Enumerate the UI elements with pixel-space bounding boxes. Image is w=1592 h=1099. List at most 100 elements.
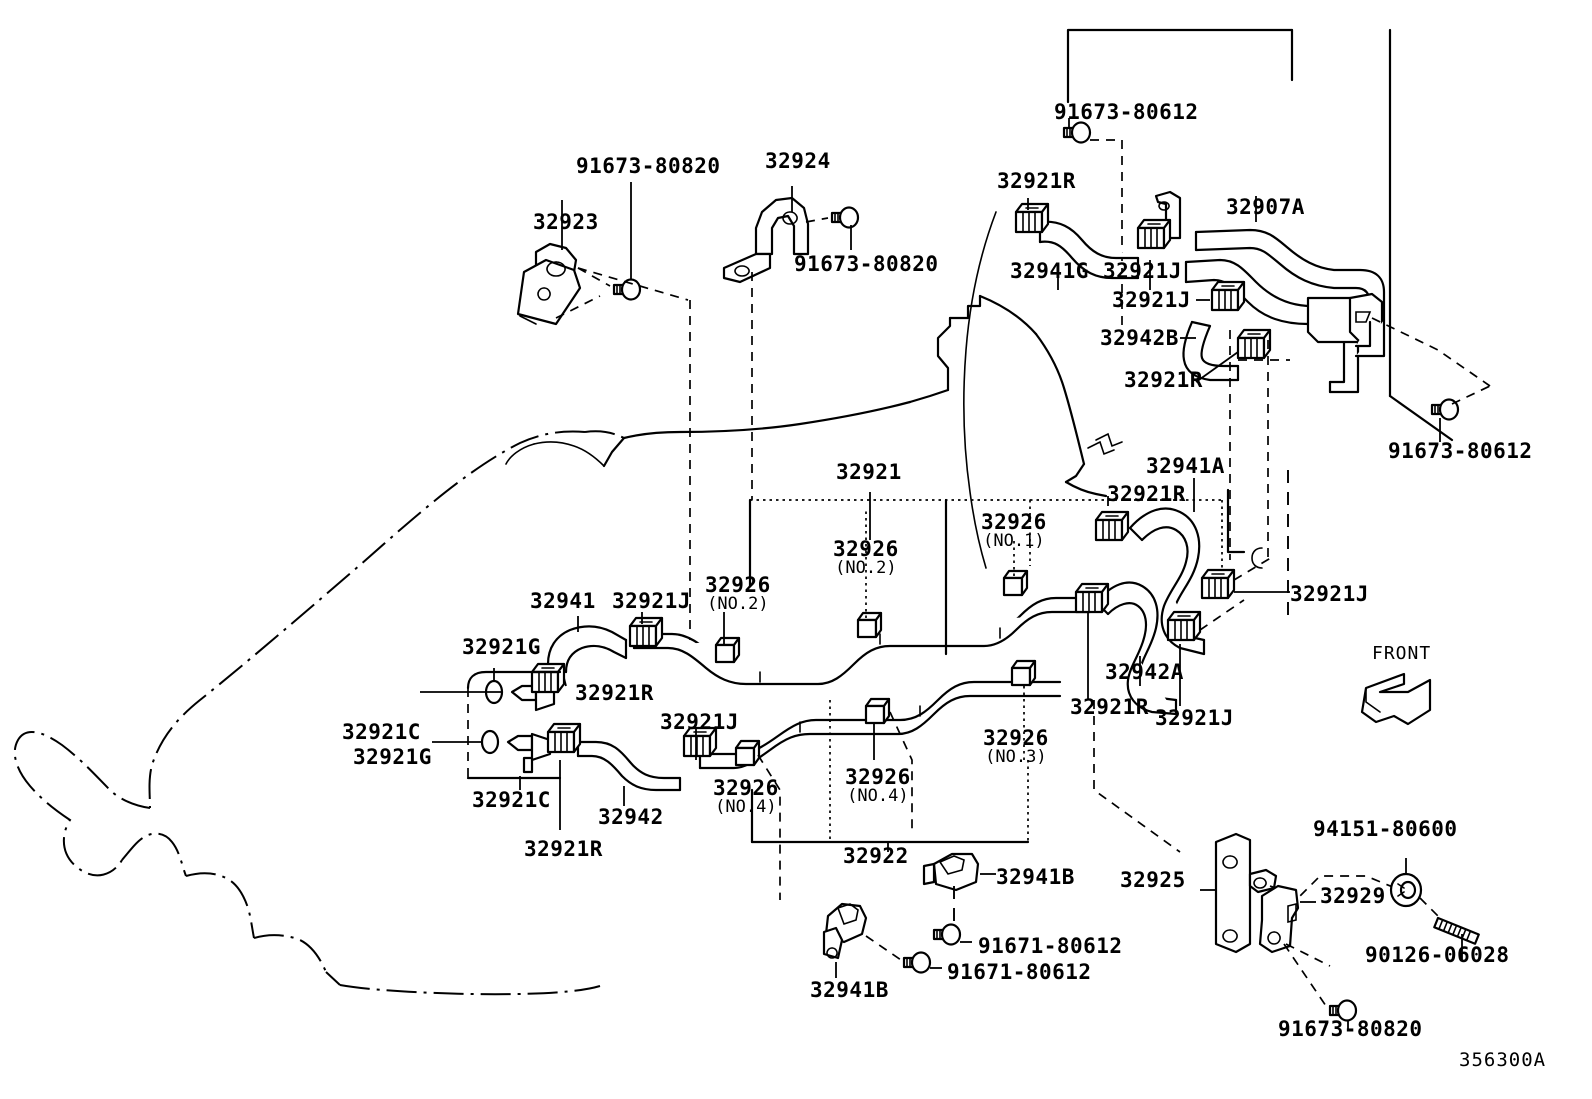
part-32929-bracket: [1258, 884, 1331, 967]
part-90126-06028-stud: [1419, 897, 1480, 960]
label-32926-no3-number: 32926: [983, 726, 1049, 750]
label-32926-no4-b: 32926 (NO.4): [845, 766, 911, 806]
clamp-32921J-f-lower: [1166, 610, 1202, 642]
dash-route-32925: [1093, 700, 1181, 853]
part-32942-hose: [576, 740, 682, 806]
label-32921J-a: 32921J: [1103, 259, 1182, 283]
front-direction-label: FRONT: [1372, 643, 1432, 664]
clamp-32921J-c: [628, 616, 664, 648]
clip-32926-no4-b: [864, 697, 891, 725]
label-32921C-b: 32921C: [472, 788, 551, 812]
label-32921J-b: 32921J: [1112, 288, 1191, 312]
clip-32926-no2-b: [714, 636, 741, 664]
label-32921R-c: 32921R: [1107, 482, 1186, 506]
label-32921G-a: 32921G: [462, 635, 541, 659]
label-91673-80820-b: 91673-80820: [794, 252, 939, 276]
clip-32926-no4-a: [734, 739, 761, 767]
label-94151-80600: 94151-80600: [1313, 817, 1458, 841]
clamp-32921R-top: [1014, 202, 1050, 234]
label-32921J-f-upper: 32921J: [1290, 582, 1369, 606]
marker-C-bracket: [1226, 488, 1263, 569]
label-32921J-f-lower: 32921J: [1155, 706, 1234, 730]
label-32926-no4-a: 32926 (NO.4): [713, 777, 779, 817]
label-91673-80612-top: 91673-80612: [1054, 100, 1199, 124]
dash-32926-no4-b: [889, 711, 913, 830]
label-32925: 32925: [1120, 868, 1186, 892]
part-32941B-bracket-a: [922, 852, 996, 928]
part-32941-hose: [546, 616, 628, 674]
label-91671-80612-a: 91671-80612: [978, 934, 1123, 958]
label-32926-no4-b-number: 32926: [845, 765, 911, 789]
label-32941G: 32941G: [1010, 259, 1089, 283]
label-32926-no2-b: 32926 (NO.2): [705, 574, 771, 614]
label-91673-80612-right: 91673-80612: [1388, 439, 1533, 463]
dash-lower-clamp: [1199, 599, 1245, 631]
label-32926-no1-number: 32926: [981, 510, 1047, 534]
part-32925-bracket: [1200, 832, 1401, 954]
lead-32926-no4-a: [757, 754, 781, 900]
label-32926-no4-b-suffix: (NO.4): [847, 786, 909, 807]
part-91673-80612-bolt-right: [1388, 28, 1491, 442]
part-91673-80820-bolt-c: [1283, 943, 1358, 1030]
part-32923-bracket: [516, 200, 582, 326]
label-32926-no4-a-number: 32926: [713, 776, 779, 800]
part-32941B-bracket-b: [822, 902, 905, 978]
label-32924: 32924: [765, 149, 831, 173]
label-32922: 32922: [843, 844, 909, 868]
clamp-32921J-f-upper: [1200, 568, 1236, 600]
dash-32921J-f: [1233, 555, 1275, 581]
lead-32921R-d: [563, 677, 567, 687]
front-arrow-icon: [1360, 672, 1432, 726]
label-32941B-a: 32941B: [996, 865, 1075, 889]
diagram-code: 356300A: [1459, 1049, 1547, 1071]
lead-32921R-b: [1195, 351, 1239, 383]
label-32926-no4-a-suffix: (NO.4): [715, 797, 777, 818]
clamp-32921J-a: [1136, 218, 1172, 250]
label-32926-no2-b-number: 32926: [705, 573, 771, 597]
label-91671-80612-b: 91671-80612: [947, 960, 1092, 984]
vehicle-body-outline: [13, 294, 1123, 996]
label-32926-no2-b-suffix: (NO.2): [707, 594, 769, 615]
part-32924-bracket: [722, 186, 810, 284]
part-91673-80820-bolt-a: [555, 182, 691, 640]
part-32941G-hose: [1038, 220, 1140, 290]
clip-32926-no2-a: [856, 611, 883, 639]
label-32942A: 32942A: [1105, 660, 1184, 684]
label-32942B: 32942B: [1100, 326, 1179, 350]
clamp-32921R-e: [546, 722, 582, 754]
label-32926-no3-suffix: (NO.3): [985, 747, 1047, 768]
label-91673-80820-c: 91673-80820: [1278, 1017, 1423, 1041]
firewall-arc: [963, 211, 997, 569]
label-32926-no2-a-number: 32926: [833, 537, 899, 561]
label-32921R-f: 32921R: [1070, 695, 1149, 719]
union-group-frame-top: [466, 670, 562, 690]
label-32926-no1-suffix: (NO.1): [983, 531, 1045, 552]
label-32921R-e: 32921R: [524, 837, 603, 861]
label-32907A: 32907A: [1226, 195, 1305, 219]
label-32929: 32929: [1320, 884, 1386, 908]
label-32942: 32942: [598, 805, 664, 829]
clip-32926-no1: [1002, 569, 1029, 597]
label-32921: 32921: [836, 460, 902, 484]
label-32926-no1: 32926 (NO.1): [981, 511, 1047, 551]
label-32921R-top: 32921R: [997, 169, 1076, 193]
clamp-32921J-b: [1210, 280, 1246, 312]
label-32921J-e: 32921J: [660, 710, 739, 734]
label-32923: 32923: [533, 210, 599, 234]
label-91673-80820-a: 91673-80820: [576, 154, 721, 178]
label-32926-no3: 32926 (NO.3): [983, 727, 1049, 767]
label-32921R-b: 32921R: [1124, 368, 1203, 392]
label-32921G-b: 32921G: [353, 745, 432, 769]
label-32921J-c: 32921J: [612, 589, 691, 613]
clamp-32921R-b: [1236, 328, 1272, 360]
label-32941: 32941: [530, 589, 596, 613]
part-32942A-hose: [1094, 581, 1178, 716]
clip-32926-no3: [1010, 659, 1037, 687]
part-91673-80820-bolt-b: [751, 206, 860, 500]
part-91673-80612-bolt-top: [1062, 28, 1294, 330]
label-32926-no2-a-suffix: (NO.2): [835, 558, 897, 579]
union-32921C-b: [432, 729, 552, 790]
part-94151-80600-washer: [1389, 858, 1423, 908]
label-90126-06028: 90126-06028: [1365, 943, 1510, 967]
